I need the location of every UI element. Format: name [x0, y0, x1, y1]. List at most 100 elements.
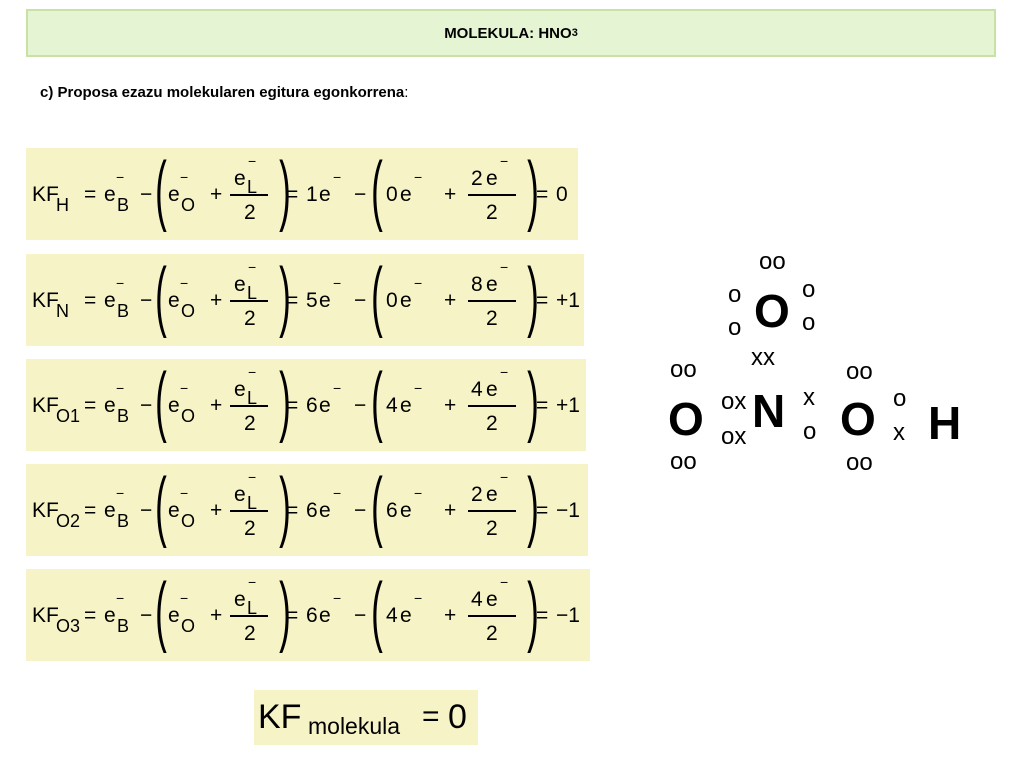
final-subscript: molekula — [308, 713, 401, 739]
right-paren: ) — [279, 251, 291, 339]
equals-sign: = — [84, 499, 97, 522]
bonding-e: e — [234, 273, 246, 296]
plus-sign: + — [210, 183, 223, 206]
term-1-unit: e — [319, 289, 331, 312]
term-2-unit: e — [400, 499, 412, 522]
valence-subscript: B — [117, 406, 130, 426]
denominator: 2 — [244, 412, 256, 435]
kf-label: KF — [32, 604, 59, 627]
result-value: +1 — [556, 289, 580, 312]
denominator: 2 — [486, 307, 498, 330]
plus-sign: + — [444, 394, 457, 417]
nonbonding-subscript: O — [181, 195, 196, 215]
instruction-colon: : — [404, 84, 409, 101]
left-paren: ( — [155, 145, 167, 233]
term-2-unit: e — [400, 183, 412, 206]
electron-pair: oo — [846, 358, 873, 385]
nitrogen-atom: N — [752, 385, 786, 437]
right-paren: ) — [527, 251, 539, 339]
minus-superscript: − — [180, 275, 189, 291]
minus-sign: − — [140, 499, 153, 522]
term-1-unit: e — [319, 604, 331, 627]
denominator: 2 — [486, 517, 498, 540]
minus-sign: − — [354, 183, 367, 206]
kf-label: KF — [32, 499, 59, 522]
minus-superscript: − — [116, 485, 125, 501]
fraction-bar — [468, 510, 516, 512]
electron-pair: oo — [670, 356, 697, 383]
electron-pair: oo — [670, 448, 697, 475]
term-2-value: 0 — [386, 289, 398, 312]
term-1-unit: e — [319, 499, 331, 522]
bonding-subscript: L — [247, 493, 258, 513]
electron-dot: o — [893, 385, 907, 412]
term-2-unit: e — [400, 289, 412, 312]
electron-dot: o — [728, 281, 742, 308]
minus-superscript: − — [180, 169, 189, 185]
numerator-value: 4 — [471, 378, 483, 401]
plus-sign: + — [444, 499, 457, 522]
minus-superscript: − — [248, 469, 257, 485]
term-2-value: 4 — [386, 604, 398, 627]
numerator-unit: e — [486, 378, 498, 401]
bonding-e: e — [234, 588, 246, 611]
final-formal-charge: KF molekula = 0 — [254, 690, 478, 745]
title-text: MOLEKULA: HNO — [444, 24, 572, 42]
numerator-value: 2 — [471, 167, 483, 190]
result-value: −1 — [556, 604, 580, 627]
equals-sign: = — [84, 289, 97, 312]
valence-e: e — [104, 289, 116, 312]
left-paren: ( — [155, 251, 167, 339]
nonbonding-subscript: O — [181, 301, 196, 321]
minus-sign: − — [354, 289, 367, 312]
oxygen-right-atom: O — [840, 393, 876, 445]
equals-sign: = — [286, 499, 299, 522]
bonding-e: e — [234, 167, 246, 190]
minus-sign: − — [140, 289, 153, 312]
denominator: 2 — [486, 622, 498, 645]
oxygen-left-atom: O — [668, 393, 704, 445]
fraction-bar — [468, 194, 516, 196]
minus-superscript: − — [414, 275, 423, 291]
instruction: c) Proposa ezazu molekularen egitura ego… — [40, 84, 408, 101]
electron-pair: ox — [721, 388, 747, 415]
fraction-bar — [230, 615, 268, 617]
term-1-unit: e — [319, 394, 331, 417]
result-value: +1 — [556, 394, 580, 417]
hydrogen-atom: H — [928, 397, 962, 449]
electron-dot: x — [803, 384, 815, 411]
title-subscript: 3 — [571, 27, 578, 39]
minus-sign: − — [140, 604, 153, 627]
plus-sign: + — [444, 289, 457, 312]
numerator-value: 8 — [471, 273, 483, 296]
minus-superscript: − — [180, 485, 189, 501]
equals-sign: = — [286, 289, 299, 312]
bonding-e: e — [234, 378, 246, 401]
electron-dot: o — [728, 314, 742, 341]
fraction-bar — [230, 300, 268, 302]
minus-superscript: − — [333, 380, 342, 396]
plus-sign: + — [444, 183, 457, 206]
equals-sign: = — [536, 183, 549, 206]
plus-sign: + — [444, 604, 457, 627]
kf-label: KF — [32, 183, 59, 206]
plus-sign: + — [210, 289, 223, 312]
denominator: 2 — [244, 622, 256, 645]
nonbonding-e: e — [168, 183, 180, 206]
denominator: 2 — [244, 201, 256, 224]
minus-superscript: − — [500, 364, 509, 380]
term-2-value: 6 — [386, 499, 398, 522]
right-paren: ) — [527, 461, 539, 549]
left-paren: ( — [371, 566, 383, 654]
minus-sign: − — [354, 499, 367, 522]
denominator: 2 — [244, 307, 256, 330]
equals-sign: = — [536, 604, 549, 627]
equals-sign: = — [84, 604, 97, 627]
term-1-value: 6 — [306, 604, 318, 627]
